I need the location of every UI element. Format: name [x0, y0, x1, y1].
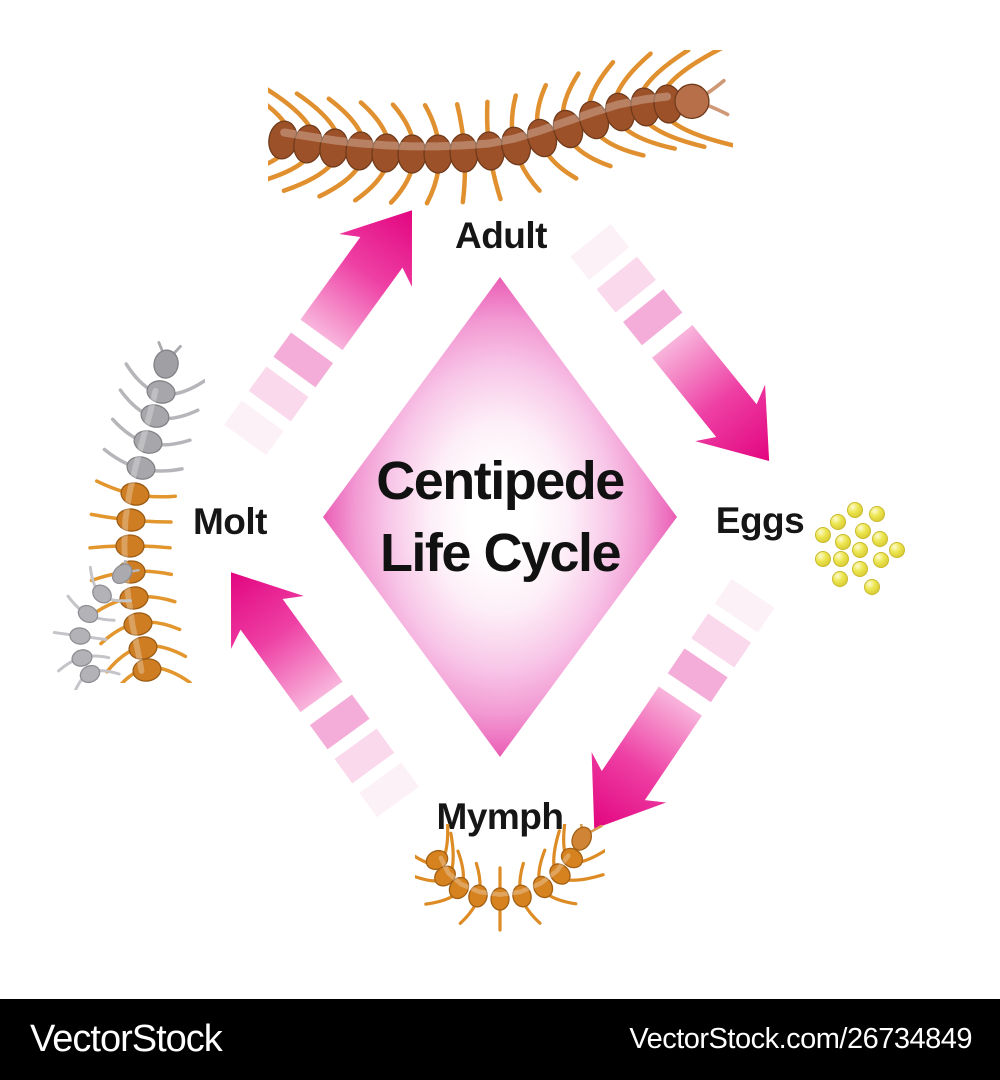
- stage-label-eggs: Eggs: [715, 500, 805, 541]
- arrow-adult-to-eggs-icon: [539, 195, 813, 497]
- diagram-title-line1: Centipede: [376, 451, 625, 511]
- stage-label-molt: Molt: [192, 501, 268, 542]
- arrow-nymph-to-molt-icon: [185, 538, 450, 845]
- watermark-bar: VectorStock VectorStock.com/26734849: [0, 999, 1000, 1080]
- stage-label-nymph: Mymph: [436, 796, 565, 837]
- arrow-molt-to-adult-icon: [192, 176, 457, 483]
- shed-exoskeleton-illustration: [40, 556, 160, 699]
- adult-centipede-illustration: [213, 45, 736, 215]
- watermark-url-text: VectorStock.com/26734849: [629, 1023, 972, 1055]
- egg-cluster-illustration: [812, 496, 917, 601]
- stage-label-adult: Adult: [454, 215, 548, 256]
- nymph-centipede-illustration: [389, 806, 622, 934]
- molting-centipede-illustration: [55, 338, 207, 699]
- diagram-title-line2: Life Cycle: [379, 523, 622, 583]
- vectorstock-logo-text: VectorStock: [30, 1018, 223, 1060]
- arrow-eggs-to-nymph-icon: [548, 551, 807, 861]
